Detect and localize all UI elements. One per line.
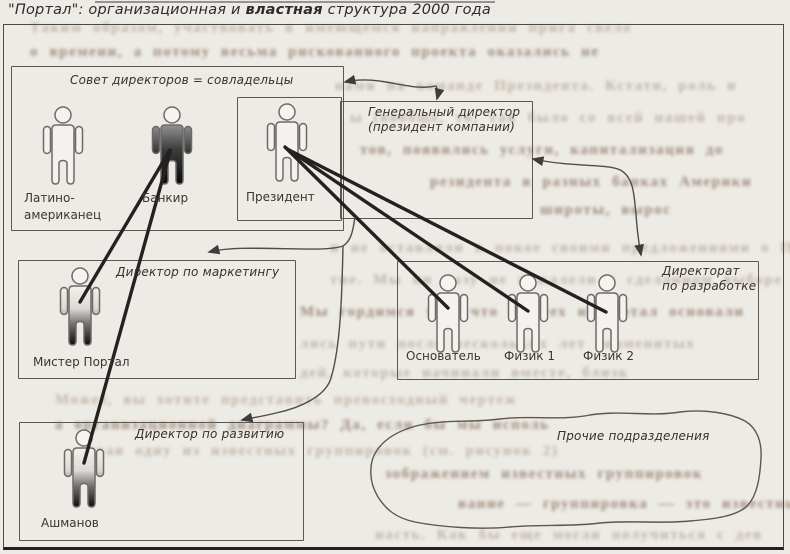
title-text-regular: структура 2000 года [322, 2, 491, 18]
label-mister-portal: Мистер Портал [33, 355, 130, 369]
other-departments-label: Прочие подразделения [557, 429, 710, 443]
latino-line2: американец [24, 208, 102, 222]
label-physicist-1: Физик 1 [504, 349, 556, 363]
diagram-title: "Портал": организационная и властная стр… [8, 2, 491, 18]
rnd-box-label: Директорат по разработке [662, 264, 756, 293]
person-icon-ashmanov [61, 429, 107, 511]
label-founder: Основатель [406, 349, 481, 363]
bleed-through-text: ы (вообще, то, так было со всей нашей пр… [350, 110, 747, 126]
bleed-through-text: дей, которые начинали вместе, близк [300, 365, 629, 381]
general-director-box-label: Генеральный директор (президент компании… [368, 105, 520, 134]
title-text-bold: властная [245, 2, 323, 18]
marketing-box-label: Директор по маркетингу [116, 265, 280, 279]
ceo-label-line2: (президент компании) [368, 119, 516, 134]
person-icon-latino [40, 106, 86, 188]
ceo-label-line1: Генеральный директор [368, 105, 521, 119]
scan-artifact-line [95, 1, 495, 3]
latino-line1: Латино- [24, 191, 75, 205]
label-latino: Латино- американец [24, 190, 101, 224]
label-banker: Банкир [142, 191, 189, 205]
development-box-label: Директор по развитию [135, 427, 285, 441]
label-ashmanov: Ашманов [41, 516, 99, 530]
person-icon-physicist-2 [584, 274, 630, 356]
person-icon-founder [425, 274, 471, 356]
diagram-frame [3, 24, 784, 550]
board-box-label: Совет директоров = совладельцы [70, 73, 294, 87]
person-icon-mister-portal [57, 267, 103, 349]
rnd-label-line1: Директорат [662, 264, 740, 278]
label-president: Президент [246, 190, 315, 204]
title-text-regular: "Портал": организационная и [8, 2, 246, 18]
person-icon-president [264, 103, 310, 185]
bleed-through-text: о времени, а потому весьма рискованного … [30, 44, 600, 60]
person-icon-physicist-1 [505, 274, 551, 356]
bleed-through-text: насть. Как бы еще могли получиться с дев [375, 527, 763, 543]
label-physicist-2: Физик 2 [583, 349, 635, 363]
rnd-label-line2: по разработке [662, 278, 757, 293]
person-icon-banker [149, 106, 195, 188]
